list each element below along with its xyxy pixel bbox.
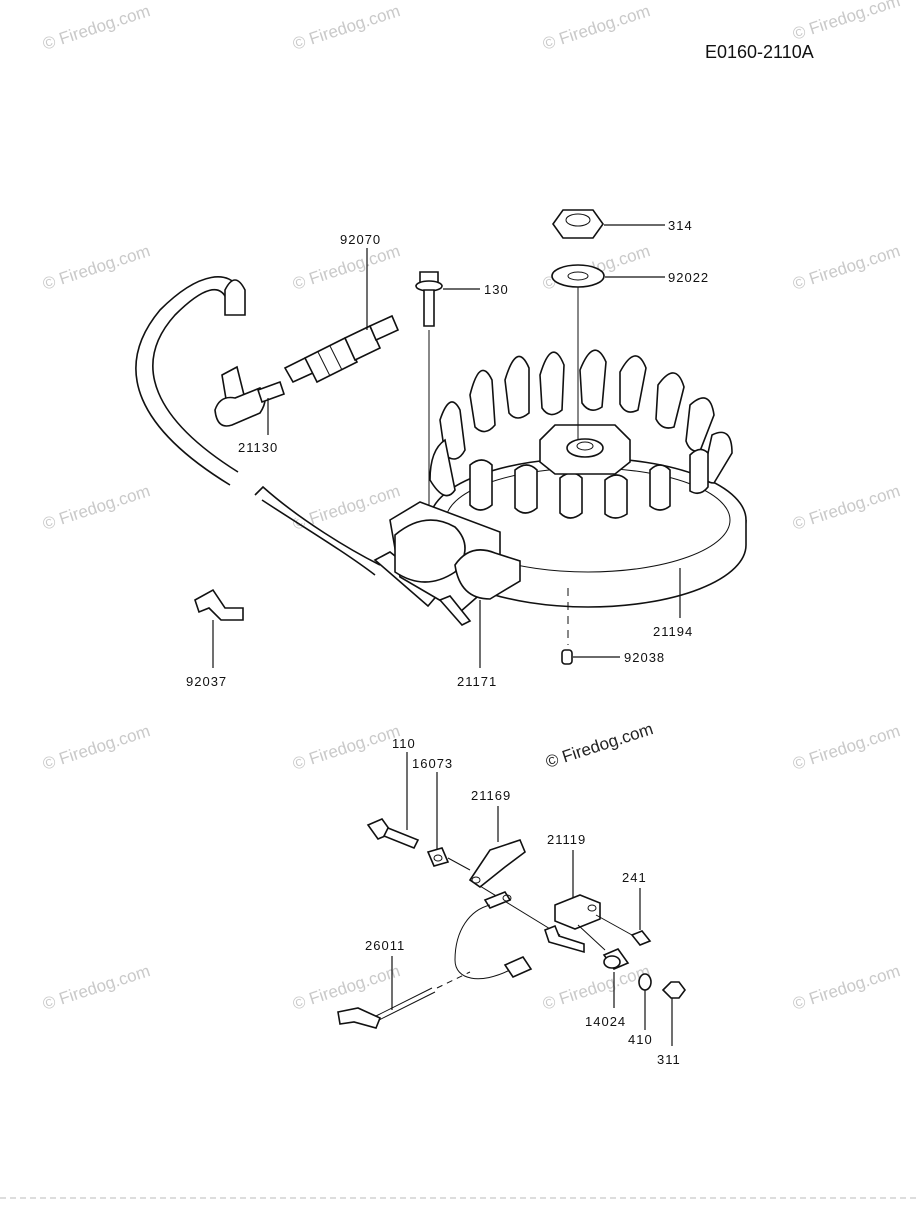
watermark: © Firedog.com (790, 0, 902, 44)
washer-16073-drawing (426, 847, 450, 867)
key-drawing (561, 649, 573, 665)
ground-lead-drawing (337, 987, 436, 1029)
part-label-21194: 21194 (653, 624, 693, 639)
flywheel-fins (429, 349, 733, 519)
washer-drawing (551, 264, 605, 288)
watermark: © Firedog.com (40, 961, 152, 1014)
part-label-311: 311 (657, 1052, 681, 1067)
watermark: © Firedog.com (790, 721, 902, 774)
screw-241-drawing (630, 930, 652, 946)
watermark: © Firedog.com (790, 481, 902, 534)
watermark: © Firedog.com (40, 721, 152, 774)
part-label-21119: 21119 (547, 832, 586, 847)
wire-assembly-drawing (454, 891, 533, 980)
bolt-110-drawing (366, 818, 420, 850)
part-label-26011: 26011 (365, 938, 405, 953)
washer-410-drawing (638, 973, 652, 991)
watermark: © Firedog.com (40, 1, 152, 54)
diagram-code: E0160-2110A (705, 42, 814, 62)
part-label-130: 130 (484, 282, 509, 297)
watermark: © Firedog.com (290, 721, 402, 774)
part-label-21130: 21130 (238, 440, 278, 455)
watermark: © Firedog.com (40, 481, 152, 534)
part-label-14024: 14024 (585, 1014, 626, 1029)
clamp-drawing (194, 588, 244, 621)
watermark: © Firedog.com (540, 1, 652, 54)
part-label-92038: 92038 (624, 650, 665, 665)
watermark: © Firedog.com (540, 961, 652, 1014)
nut-drawing (552, 209, 604, 239)
watermark: © Firedog.com (790, 241, 902, 294)
watermark: © Firedog.com (790, 961, 902, 1014)
collar-14024-drawing (602, 948, 630, 970)
part-label-241: 241 (622, 870, 647, 885)
part-label-92037: 92037 (186, 674, 227, 689)
bolt-130-drawing (415, 271, 443, 327)
part-label-314: 314 (668, 218, 693, 233)
watermark: © Firedog.com (290, 1, 402, 54)
unit-21119-drawing (544, 894, 601, 954)
spark-plug-drawing (283, 314, 400, 384)
part-label-110: 110 (392, 736, 416, 751)
part-label-16073: 16073 (412, 756, 453, 771)
part-label-21171: 21171 (457, 674, 497, 689)
watermark: © Firedog.com (290, 481, 402, 534)
watermark: © Firedog.com (290, 961, 402, 1014)
nut-311-drawing (661, 981, 686, 999)
spark-plug-cap-drawing (135, 276, 286, 486)
main-watermark: © Firedog.com (543, 719, 655, 772)
plate-21169-drawing (468, 839, 526, 888)
part-label-21169: 21169 (471, 788, 511, 803)
watermark: © Firedog.com (290, 241, 402, 294)
part-label-92070: 92070 (340, 232, 381, 247)
watermark: © Firedog.com (40, 241, 152, 294)
ignition-coil-drawing (254, 485, 521, 626)
part-label-92022: 92022 (668, 270, 709, 285)
part-label-410: 410 (628, 1032, 653, 1047)
